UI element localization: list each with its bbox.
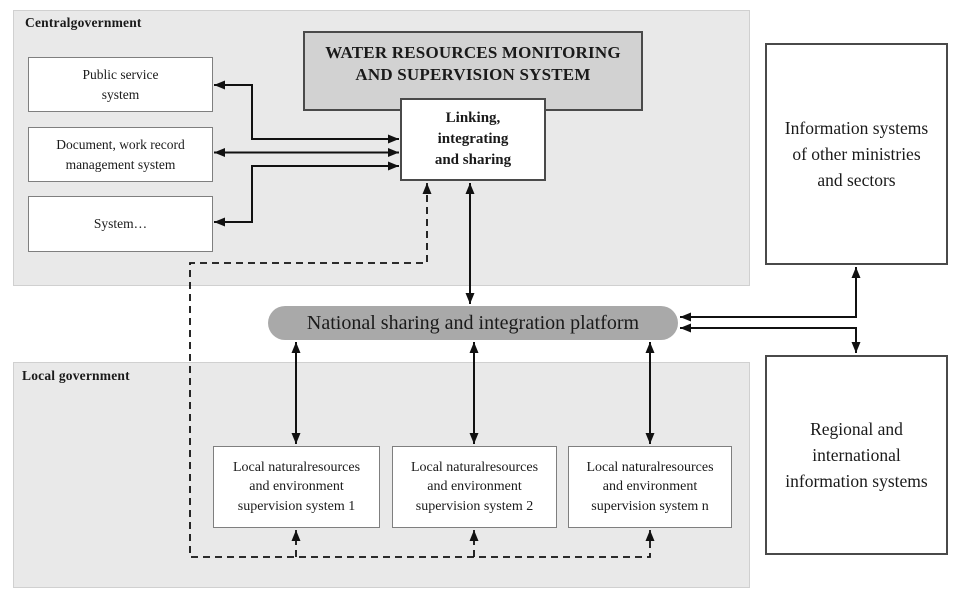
linking-integrating-sharing-node: Linking, integrating and sharing (400, 98, 546, 181)
node-label-line: Information systems (784, 118, 929, 138)
node-label-line: System… (93, 216, 148, 231)
public-service-system-node: Public service system (28, 57, 213, 112)
node-label-line: supervision system 2 (415, 498, 534, 514)
node-label-line: Document, work record (56, 136, 185, 152)
document-management-system-node: Document, work record management system (28, 127, 213, 182)
node-label-line: management system (65, 156, 176, 172)
node-label-line: WATER RESOURCES MONITORING (325, 43, 621, 62)
node-label-line: Public service (82, 66, 159, 82)
node-label-line: Local naturalresources (232, 459, 361, 475)
node-label-line: and environment (427, 479, 522, 495)
node-label-line: integrating (437, 131, 509, 147)
node-label-line: supervision system n (591, 498, 709, 514)
node-label-line: of other ministries (792, 144, 921, 164)
other-ministries-node: Information systems of other ministries … (765, 43, 948, 265)
local-system-1-node: Local naturalresources and environment s… (213, 446, 380, 528)
local-system-2-node: Local naturalresources and environment s… (392, 446, 557, 528)
national-platform-node: National sharing and integration platfor… (268, 306, 678, 340)
node-label-line: and environment (602, 479, 698, 495)
node-label-line: international (812, 445, 901, 465)
node-label-line: Regional and (810, 419, 903, 439)
local-system-n-node: Local naturalresources and environment s… (568, 446, 732, 528)
central-government-label: Centralgovernment (25, 15, 142, 30)
arrow-platform-regional (680, 323, 861, 353)
node-label-line: system (101, 86, 140, 102)
node-label-line: information systems (785, 471, 928, 491)
local-government-label: Local government (22, 368, 130, 383)
regional-international-node: Regional and international information s… (765, 355, 948, 555)
system-etc-node: System… (28, 196, 213, 252)
node-label-line: and environment (249, 479, 344, 495)
node-label-line: Linking, (445, 110, 501, 126)
node-label-line: and sectors (817, 170, 896, 190)
node-label-line: Local naturalresources (410, 459, 539, 475)
node-label-line: Local naturalresources (586, 459, 714, 475)
node-label-line: AND SUPERVISION SYSTEM (355, 65, 591, 84)
node-label-line: and sharing (434, 152, 512, 168)
node-label-line: supervision system 1 (237, 498, 356, 514)
